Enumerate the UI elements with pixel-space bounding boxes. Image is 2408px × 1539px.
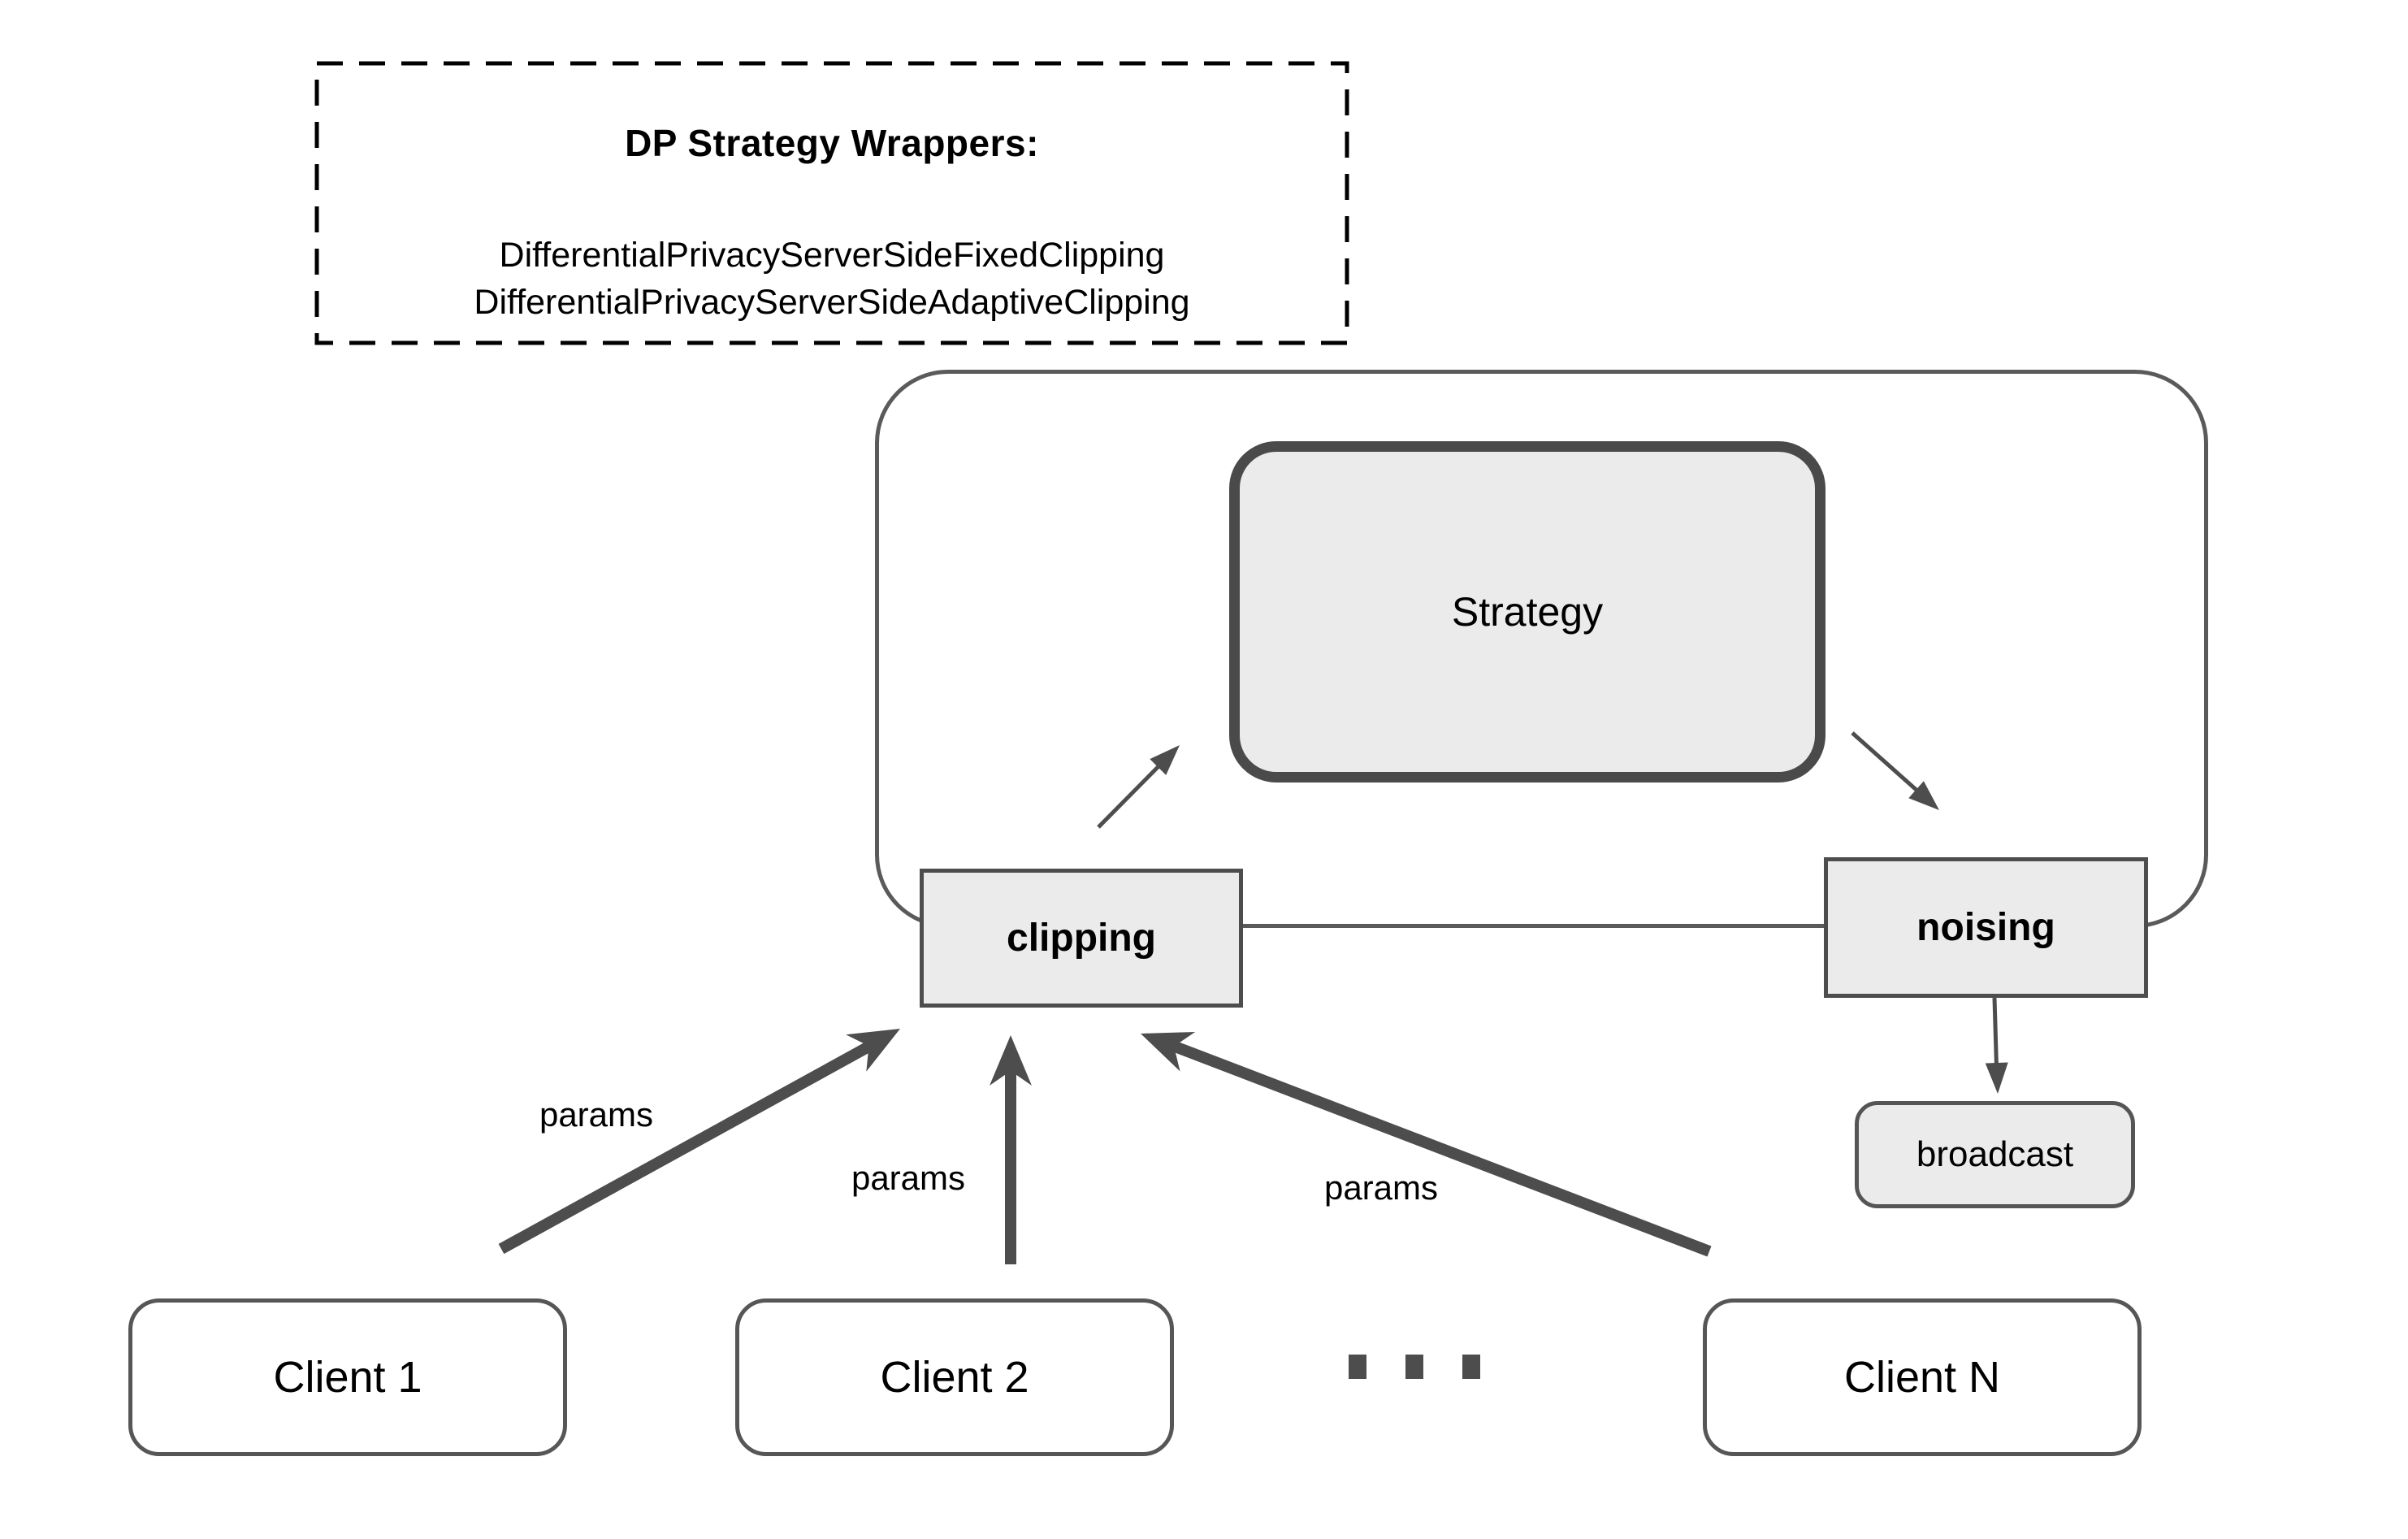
dp-strategy-wrappers-title: DP Strategy Wrappers: bbox=[625, 122, 1039, 164]
noising-box: noising bbox=[1824, 857, 2148, 998]
params-label-clientN: params bbox=[1323, 1168, 1439, 1207]
client-2-box: Client 2 bbox=[735, 1298, 1174, 1456]
clients-ellipsis bbox=[1349, 1352, 1527, 1381]
broadcast-box: broadcast bbox=[1855, 1101, 2135, 1208]
clipping-label: clipping bbox=[1007, 917, 1156, 960]
ellipsis-square bbox=[1405, 1355, 1423, 1379]
strategy-label: Strategy bbox=[1451, 589, 1604, 635]
dp-strategy-wrapper-class-list: DifferentialPrivacyServerSideFixedClippi… bbox=[474, 232, 1189, 326]
params-label-client1: params bbox=[539, 1095, 654, 1134]
broadcast-label: broadcast bbox=[1916, 1134, 2074, 1174]
params-arrow-clientN bbox=[1141, 1031, 1712, 1257]
server-container bbox=[875, 370, 2208, 928]
noising-label: noising bbox=[1916, 906, 2055, 949]
params-arrow-client2 bbox=[990, 1035, 1032, 1264]
client-1-box: Client 1 bbox=[128, 1298, 567, 1456]
noising-to-broadcast-arrow bbox=[1985, 997, 2008, 1094]
strategy-box: Strategy bbox=[1229, 441, 1825, 783]
params-label-client2: params bbox=[851, 1159, 966, 1197]
wrapper-class-fixed-clipping: DifferentialPrivacyServerSideFixedClippi… bbox=[499, 236, 1165, 275]
client-1-label: Client 1 bbox=[273, 1353, 422, 1402]
clipping-box: clipping bbox=[920, 869, 1243, 1008]
client-N-label: Client N bbox=[1843, 1353, 2001, 1402]
dp-strategy-wrappers-box: DP Strategy Wrappers: DifferentialPrivac… bbox=[315, 62, 1349, 345]
wrapper-class-adaptive-clipping: DifferentialPrivacyServerSideAdaptiveCli… bbox=[474, 283, 1190, 322]
ellipsis-square bbox=[1462, 1355, 1480, 1379]
client-N-box: Client N bbox=[1703, 1298, 2142, 1456]
ellipsis-square bbox=[1349, 1355, 1366, 1379]
client-2-label: Client 2 bbox=[880, 1353, 1029, 1402]
